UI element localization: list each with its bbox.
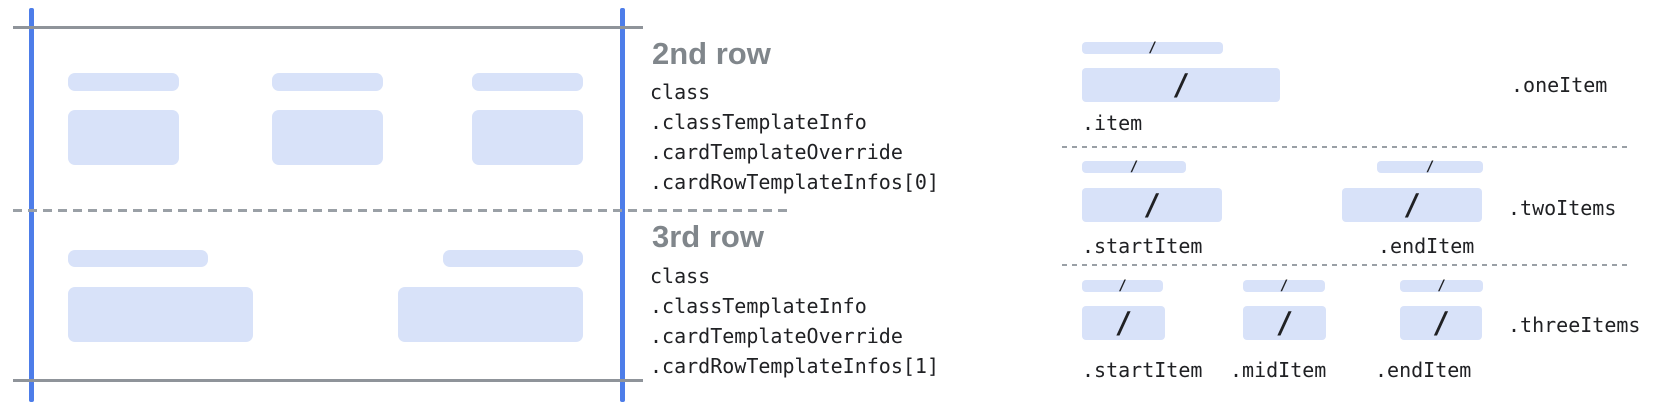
slash-placeholder: / xyxy=(1143,188,1161,222)
item-label: .item xyxy=(1082,111,1143,135)
item-label: .endItem xyxy=(1375,358,1472,382)
slash-placeholder: / xyxy=(1403,188,1421,222)
layout-name-label: .twoItems xyxy=(1508,196,1617,220)
item-value-bar: / xyxy=(1243,306,1326,340)
value-placeholder-block xyxy=(472,110,583,165)
value-placeholder-block xyxy=(272,110,383,165)
item-label-bar: / xyxy=(1082,40,1223,56)
item-value-bar: / xyxy=(1082,68,1280,102)
slash-placeholder: / xyxy=(1275,306,1294,340)
item-value-bar: / xyxy=(1082,306,1165,340)
slash-placeholder: / xyxy=(1114,306,1133,340)
item-label-bar: / xyxy=(1082,159,1186,175)
item-label: .startItem xyxy=(1082,234,1203,258)
item-value-bar: / xyxy=(1342,188,1482,222)
row-heading: 2nd row xyxy=(652,36,771,71)
row-code-path: class .classTemplateInfo .cardTemplateOv… xyxy=(650,77,939,197)
label-placeholder-bar xyxy=(272,73,383,91)
item-label: .midItem xyxy=(1230,358,1327,382)
row-code-path: class .classTemplateInfo .cardTemplateOv… xyxy=(650,261,939,381)
slash-placeholder: / xyxy=(1425,159,1435,175)
slash-placeholder: / xyxy=(1118,278,1127,294)
label-placeholder-bar xyxy=(443,250,583,267)
row-heading: 3rd row xyxy=(652,219,764,254)
item-label: .endItem xyxy=(1378,234,1475,258)
layout-name-label: .threeItems xyxy=(1508,313,1641,337)
item-label-bar: / xyxy=(1377,159,1483,175)
layout-divider xyxy=(1062,146,1628,148)
item-label: .startItem xyxy=(1082,358,1203,382)
item-value-bar: / xyxy=(1082,188,1222,222)
code-line: .cardTemplateOverride xyxy=(650,324,903,348)
item-value-bar: / xyxy=(1400,306,1482,340)
card-left-margin-line xyxy=(29,8,34,402)
card-bottom-edge-line xyxy=(13,379,643,382)
label-placeholder-bar xyxy=(472,73,583,91)
item-label-bar: / xyxy=(1243,278,1325,294)
code-line: .cardRowTemplateInfos[1] xyxy=(650,354,939,378)
slash-placeholder: / xyxy=(1129,159,1139,175)
slash-placeholder: / xyxy=(1437,278,1446,294)
code-line: class xyxy=(650,264,711,288)
item-label-bar: / xyxy=(1400,278,1483,294)
value-placeholder-block xyxy=(68,287,253,342)
card-row-divider xyxy=(13,209,793,212)
layout-name-label: .oneItem xyxy=(1511,73,1608,97)
slash-placeholder: / xyxy=(1172,68,1190,102)
value-placeholder-block xyxy=(398,287,583,342)
code-line: .cardTemplateOverride xyxy=(650,140,903,164)
layout-divider xyxy=(1062,264,1628,266)
slash-placeholder: / xyxy=(1432,306,1450,340)
card-top-edge-line xyxy=(13,26,643,29)
code-line: .classTemplateInfo xyxy=(650,294,867,318)
code-line: class xyxy=(650,80,711,104)
card-right-margin-line xyxy=(620,8,625,402)
code-line: .classTemplateInfo xyxy=(650,110,867,134)
slash-placeholder: / xyxy=(1279,278,1289,294)
label-placeholder-bar xyxy=(68,73,179,91)
label-placeholder-bar xyxy=(68,250,208,267)
slash-placeholder: / xyxy=(1148,40,1157,56)
value-placeholder-block xyxy=(68,110,179,165)
item-label-bar: / xyxy=(1082,278,1163,294)
code-line: .cardRowTemplateInfos[0] xyxy=(650,170,939,194)
